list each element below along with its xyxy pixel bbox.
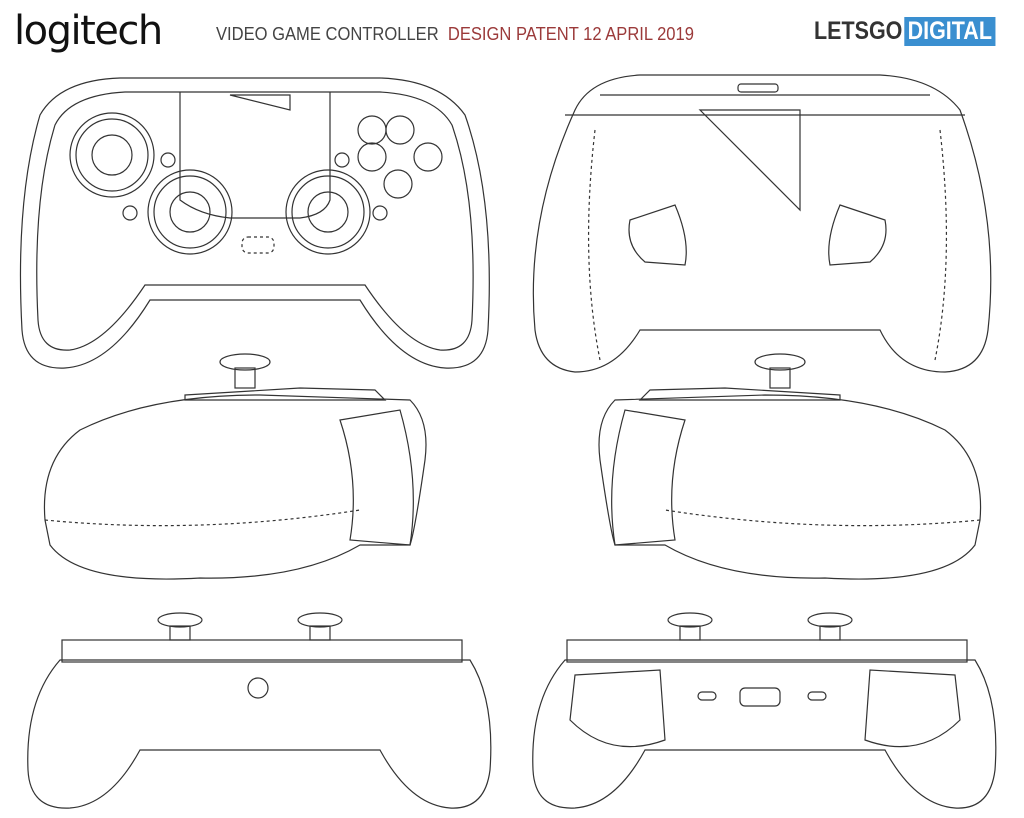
top-view — [27, 612, 492, 809]
logitech-logo: logitech — [14, 8, 163, 54]
left-side-view — [43, 353, 427, 580]
headline-title: VIDEO GAME CONTROLLER — [216, 24, 439, 44]
header: logitech VIDEO GAME CONTROLLER DESIGN PAT… — [0, 0, 1024, 60]
right-side-view — [598, 353, 982, 580]
headline-subtitle: DESIGN PATENT 12 APRIL 2019 — [447, 24, 694, 44]
back-view — [532, 74, 992, 373]
bottom-view — [532, 612, 997, 809]
headline: VIDEO GAME CONTROLLER DESIGN PATENT 12 AP… — [216, 24, 694, 45]
front-view — [19, 77, 490, 369]
